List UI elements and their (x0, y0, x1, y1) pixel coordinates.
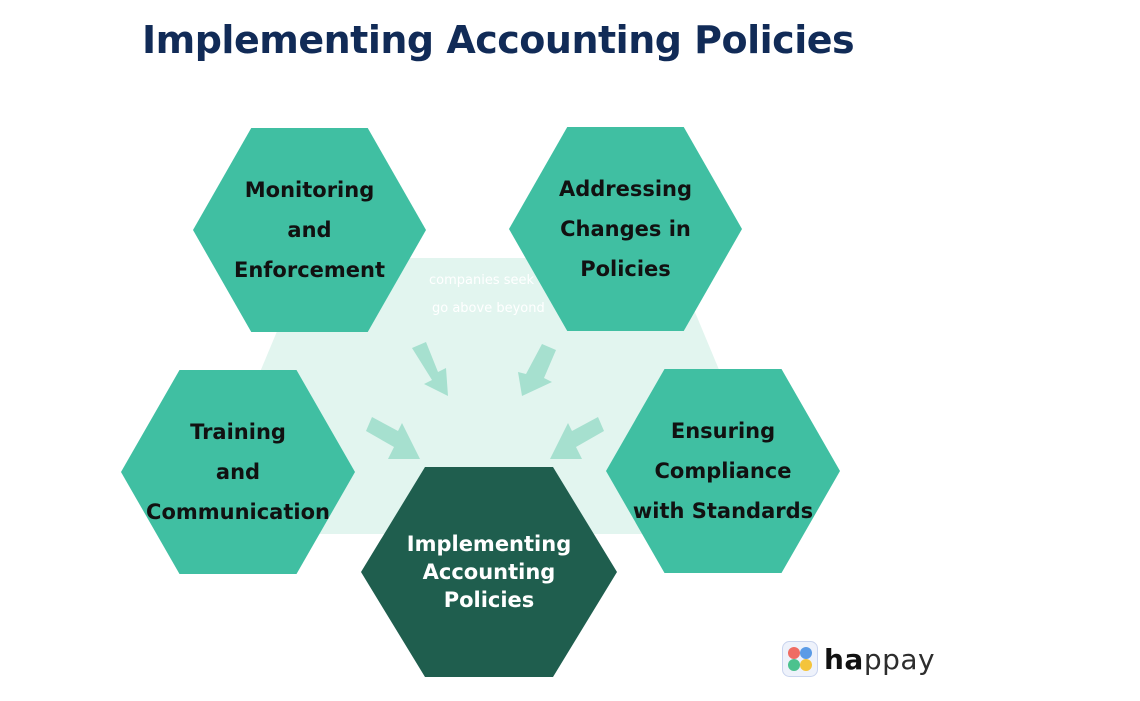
faint-background-text-2: go above beyond (432, 301, 545, 316)
happay-wordmark-suffix: ppay (863, 642, 936, 676)
happay-wordmark-prefix: ha (824, 642, 864, 676)
hexagon-ensuring: Ensuring Compliance with Standards (606, 369, 840, 573)
happay-logo: happay (782, 641, 935, 677)
hexagon-ensuring-label: Ensuring Compliance with Standards (632, 419, 814, 523)
arrow-down-icon (412, 342, 448, 396)
arrow-right-icon (366, 417, 420, 459)
hexagon-center-label: Implementing Accounting Policies (406, 532, 572, 612)
arrow-down-icon (518, 344, 556, 396)
hexagon-addressing-label: Addressing Changes in Policies (558, 177, 693, 281)
happay-wordmark: happay (824, 643, 935, 676)
arrow-left-icon (550, 417, 604, 459)
hexagon-training: Training and Communication (121, 370, 355, 574)
faint-background-text-1: companies seek (429, 273, 535, 288)
hexagon-monitoring-label: Monitoring and Enforcement (233, 178, 386, 282)
happay-logo-icon (782, 641, 818, 677)
hexagon-training-label: Training and Communication (146, 420, 330, 524)
page-title: Implementing Accounting Policies (142, 18, 855, 62)
